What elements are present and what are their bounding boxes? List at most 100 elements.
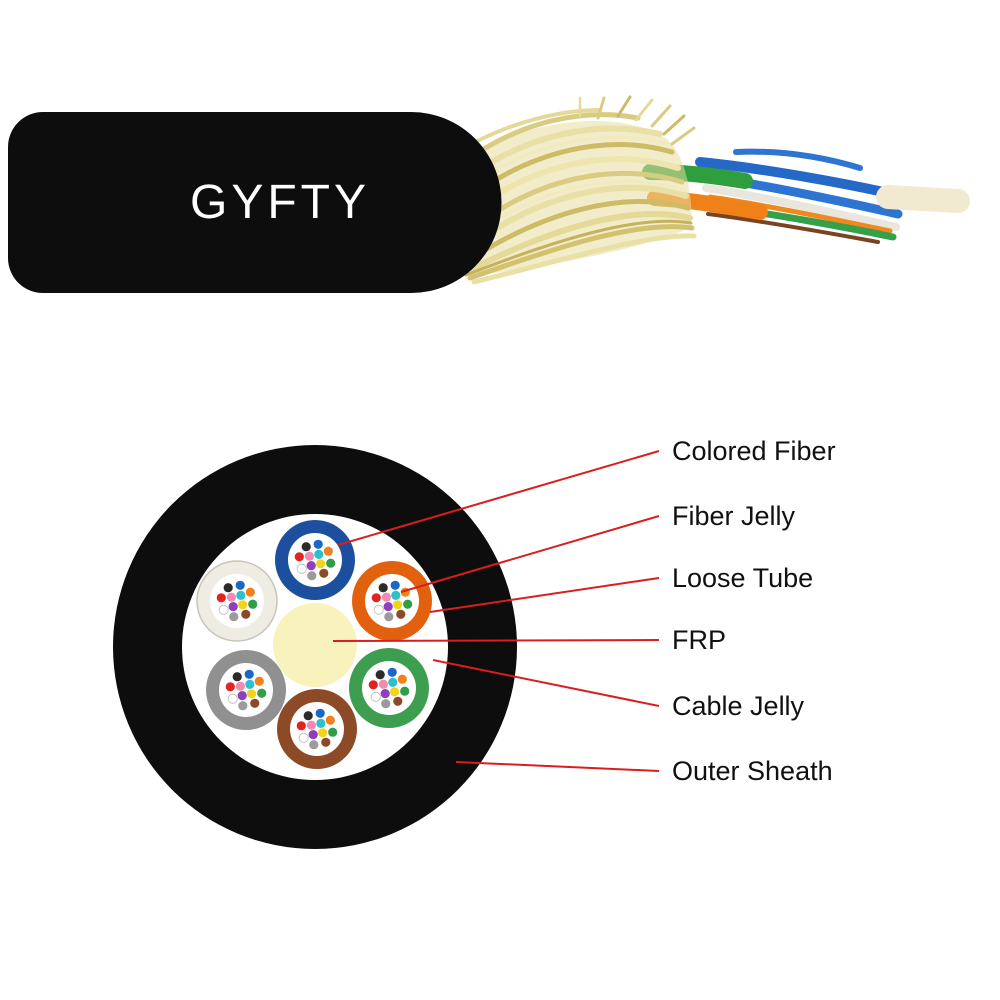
- fiber-strand-blue: [733, 148, 863, 171]
- fiber-dot: [241, 609, 251, 619]
- colored-fibers: [225, 669, 267, 711]
- fiber-dot: [319, 568, 329, 578]
- fiber-strand-brown: [706, 212, 880, 244]
- fiber-dot: [235, 580, 245, 590]
- label-colored-fiber: Colored Fiber: [672, 436, 836, 466]
- callout-line-loose-tube: [429, 577, 660, 613]
- fiber-dot: [245, 679, 255, 690]
- fiber-dot: [371, 593, 381, 603]
- fiber-dot: [378, 583, 388, 593]
- callout-line-frp: [332, 639, 660, 642]
- fiber-dot: [390, 580, 400, 590]
- fiber-dot: [368, 680, 378, 690]
- fiber-dot: [390, 687, 400, 697]
- fiber-dot: [308, 730, 318, 740]
- fiber-dot: [387, 667, 397, 677]
- fiber-dot: [307, 571, 317, 581]
- fiber-dot: [306, 561, 316, 571]
- yarn-strand: [464, 219, 693, 277]
- fiber-dot: [238, 600, 248, 610]
- fiber-dot: [245, 587, 255, 597]
- fiber-dot: [380, 689, 390, 699]
- callout-line-colored-fiber: [337, 450, 660, 546]
- fiber-dot: [248, 599, 258, 609]
- callout-line-fiber-jelly: [400, 515, 660, 593]
- loose-tube-brown: [277, 689, 357, 769]
- fiber-dot: [316, 718, 326, 729]
- fiber-dot: [328, 727, 338, 737]
- fiber-dot: [254, 676, 264, 686]
- yarn-frayed-tip: [650, 104, 672, 128]
- label-outer-sheath: Outer Sheath: [672, 756, 833, 786]
- cable-outer-jacket: [8, 112, 502, 293]
- fiber-dot: [373, 604, 384, 615]
- label-frp: FRP: [672, 625, 726, 655]
- fiber-dot: [218, 604, 229, 615]
- loose-tube-green: [349, 648, 429, 728]
- fiber-dot: [313, 539, 323, 549]
- fiber-dot: [400, 686, 410, 696]
- frp-core: [273, 603, 357, 687]
- fiber-dot: [228, 602, 238, 612]
- cable-body: GYFTY: [8, 112, 502, 293]
- fiber-dot: [304, 551, 314, 561]
- loose-tube-strand-white: [702, 184, 900, 231]
- colored-fibers: [371, 580, 413, 622]
- yarn-frayed-tip: [596, 96, 606, 120]
- yarn-strand: [467, 224, 695, 281]
- colored-fibers: [294, 539, 336, 581]
- fiber-dot: [235, 681, 245, 691]
- fiber-dot: [247, 689, 257, 699]
- fiber-dot: [388, 677, 398, 688]
- fiber-dot: [393, 696, 403, 706]
- fiber-dot: [397, 674, 407, 684]
- fiber-dot: [296, 563, 307, 574]
- fiber-dot: [326, 558, 336, 568]
- label-fiber-jelly: Fiber Jelly: [672, 501, 796, 531]
- fiber-dot: [303, 711, 313, 721]
- fiber-dot: [396, 609, 406, 619]
- cable-cross-section: [113, 445, 517, 849]
- fiber-dot: [244, 669, 254, 679]
- loose-tubes-and-fibers: [642, 148, 970, 244]
- fiber-dot: [384, 612, 394, 622]
- fiber-dot: [325, 715, 335, 725]
- label-cable-jelly: Cable Jelly: [672, 691, 805, 721]
- yarn-frayed-tip: [662, 114, 686, 136]
- fiber-dot: [403, 599, 413, 609]
- fiber-dot: [229, 612, 239, 622]
- frp-rod: [876, 185, 970, 213]
- fiber-dot: [257, 688, 267, 698]
- fiber-dot: [323, 546, 333, 556]
- loose-tube-blue: [275, 520, 355, 600]
- yarn-strand: [463, 211, 693, 275]
- fiber-dot: [314, 549, 324, 560]
- fiber-dot: [318, 728, 328, 738]
- fiber-dot: [226, 592, 236, 602]
- fiber-dot: [294, 552, 304, 562]
- colored-fibers: [296, 708, 338, 750]
- loose-tube-gray: [206, 650, 286, 730]
- yarn-frayed-tip: [670, 126, 696, 146]
- fiber-dot: [309, 740, 319, 750]
- callout-line-cable-jelly: [432, 659, 660, 707]
- callout-labels: Colored Fiber Fiber Jelly Loose Tube FRP…: [672, 436, 836, 786]
- fiber-dot: [321, 737, 331, 747]
- fiber-dot: [381, 699, 391, 709]
- callout-line-outer-sheath: [455, 761, 660, 772]
- yarn-frayed-tip: [634, 98, 654, 122]
- fiber-dot: [232, 672, 242, 682]
- fiber-dot: [250, 698, 260, 708]
- fiber-dot: [383, 602, 393, 612]
- fiber-dot: [391, 590, 401, 601]
- fiber-dot: [378, 679, 388, 689]
- fiber-dot: [238, 701, 248, 711]
- fiber-dot: [381, 592, 391, 602]
- yarn-frayed-tip: [616, 95, 632, 118]
- loose-tube-white: [196, 560, 278, 642]
- fiber-dot: [306, 720, 316, 730]
- fiber-dot: [237, 691, 247, 701]
- fiber-dot: [375, 670, 385, 680]
